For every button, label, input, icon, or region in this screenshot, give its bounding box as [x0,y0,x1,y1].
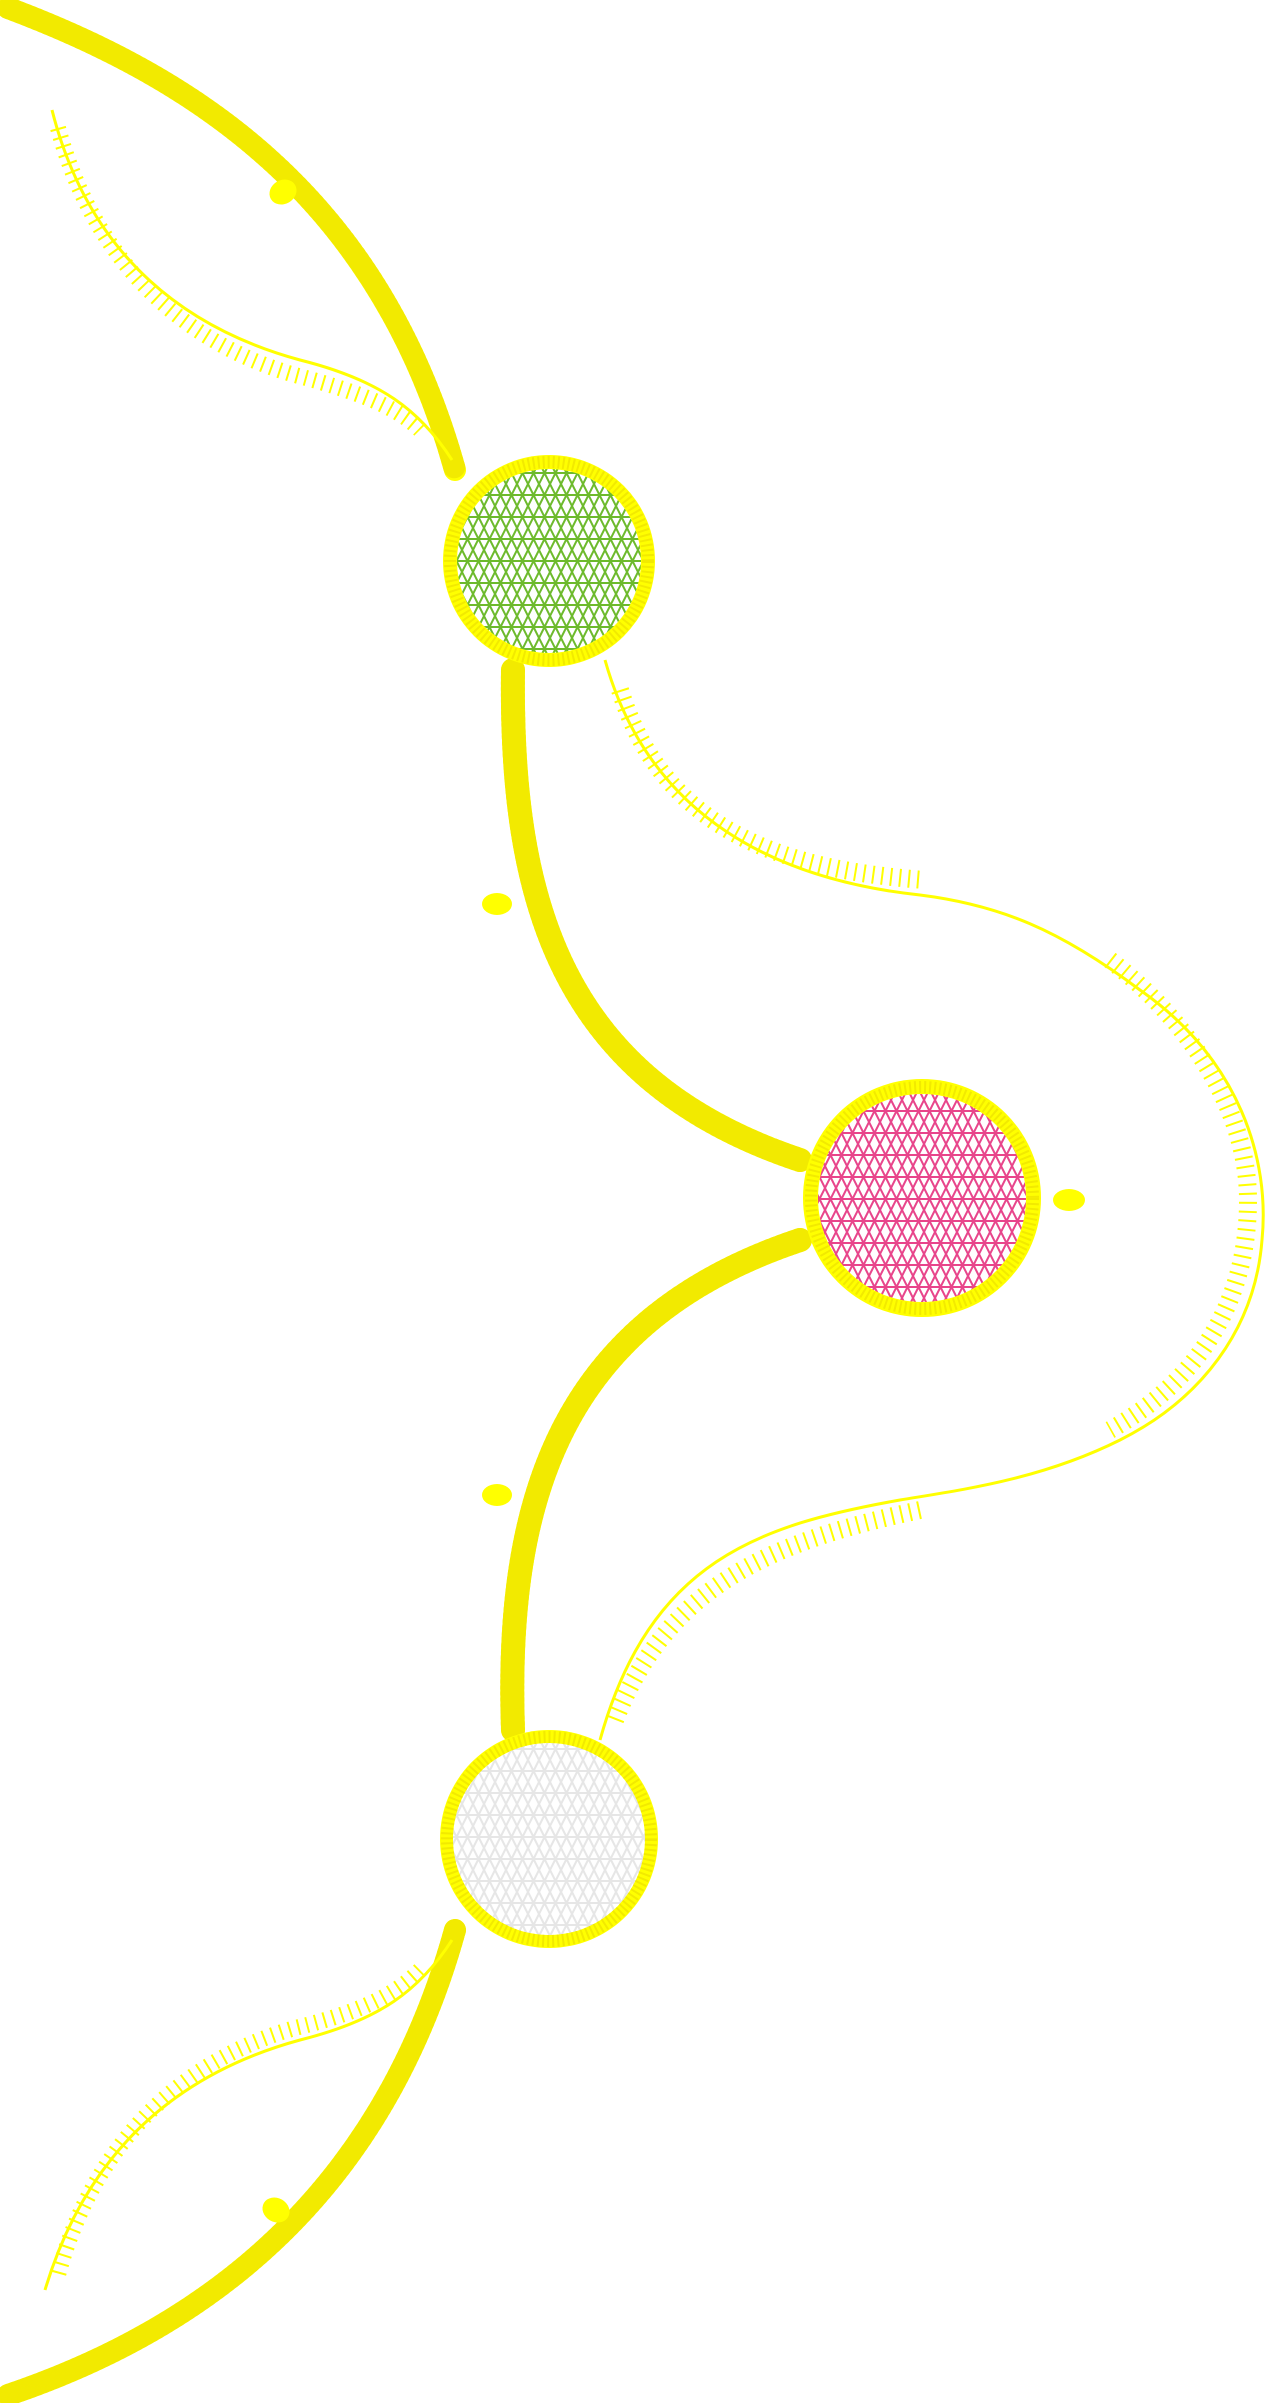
bud-right [1053,1189,1085,1211]
buds-group [262,179,1085,2223]
upper-main-stem-texture [500,658,812,1172]
bud-mid-upper [482,893,512,915]
bud-bottom [262,2197,290,2223]
upper-left-stem [0,0,466,481]
stems-group [0,0,812,2403]
green-circle [443,455,655,667]
circles-group [440,455,1041,1948]
fringe-group [43,109,1265,2291]
bud-top [269,179,297,205]
white-circle [440,1730,658,1948]
lower-left-stem [0,1919,466,2403]
lower-left-stem-texture [0,1919,466,2403]
upper-left-stem-texture [0,0,466,481]
top-left-fringe [50,109,454,461]
bottom-left-fringe-stitches [50,1964,426,2278]
lower-main-stem-texture [500,1228,812,1742]
bud-mid-lower [482,1484,512,1506]
right-fringe-arc [598,659,1265,1741]
pink-circle [803,1079,1041,1317]
